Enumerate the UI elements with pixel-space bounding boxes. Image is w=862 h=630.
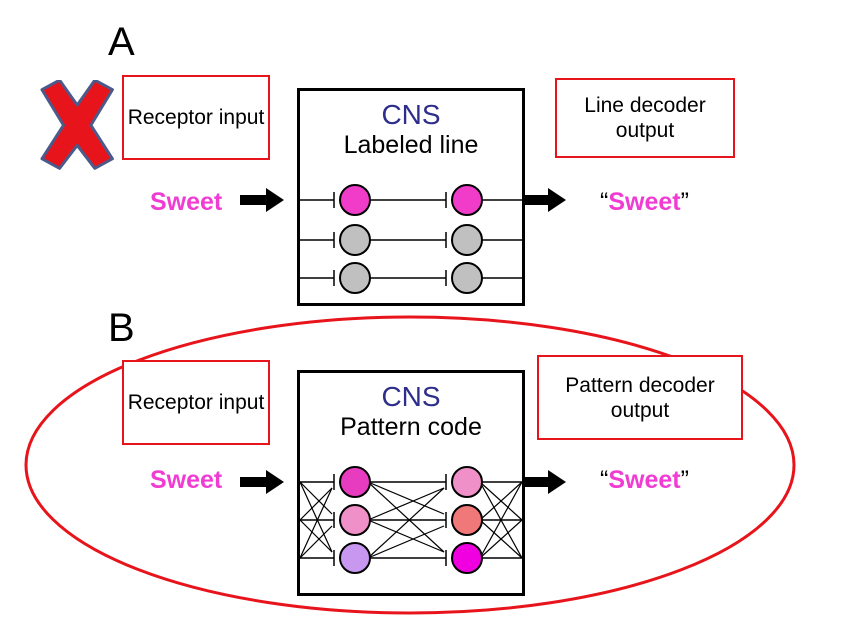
neuron-layer2 [451,542,483,574]
output-arrow [522,470,566,494]
panel-a-label: A [108,20,135,64]
output-box-b: Pattern decoder output [537,355,743,440]
neuron-layer2 [451,184,483,216]
input-label-a: Sweet [150,188,223,216]
cross-wire [299,487,333,559]
rejected-x-icon [40,80,114,170]
input-label-b: Sweet [150,466,223,494]
neuron-layer1 [339,542,371,574]
input-arrow [240,470,284,494]
neuron-layer1 [339,224,371,256]
cross-wire [299,481,333,553]
cross-wire [367,525,445,559]
receptor-input-box-a: Receptor input [122,75,270,160]
neuron-layer1 [339,504,371,536]
cns-title-a: CNS [381,99,441,130]
cns-subtitle-b: Pattern code [340,413,482,441]
neuron-layer2 [451,466,483,498]
neuron-layer1 [339,184,371,216]
output-label-a: “Sweet” [600,188,689,216]
neuron-layer2 [451,504,483,536]
cross-wire [479,519,523,559]
cross-wire [367,519,445,553]
cross-wire [299,481,333,515]
cns-title-b: CNS [381,381,441,412]
panel-b-label: B [108,306,135,350]
output-box-a: Line decoder output [555,78,735,158]
cross-wire [299,487,333,521]
cross-wire [299,519,333,553]
cross-wire [367,487,445,521]
cross-wire [299,525,333,559]
cross-wire [367,487,445,559]
neuron-layer2 [451,224,483,256]
neuron-layer2 [451,262,483,294]
cns-subtitle-a: Labeled line [343,131,479,159]
receptor-input-box-b: Receptor input [122,360,270,445]
cross-wire [479,481,523,521]
neuron-layer1 [339,262,371,294]
cross-wire [479,481,523,559]
cross-wire [367,481,445,515]
input-arrow [240,188,284,212]
neuron-layer1 [339,466,371,498]
output-arrow [522,188,566,212]
cross-wire [367,481,445,553]
output-label-b: “Sweet” [600,466,689,494]
